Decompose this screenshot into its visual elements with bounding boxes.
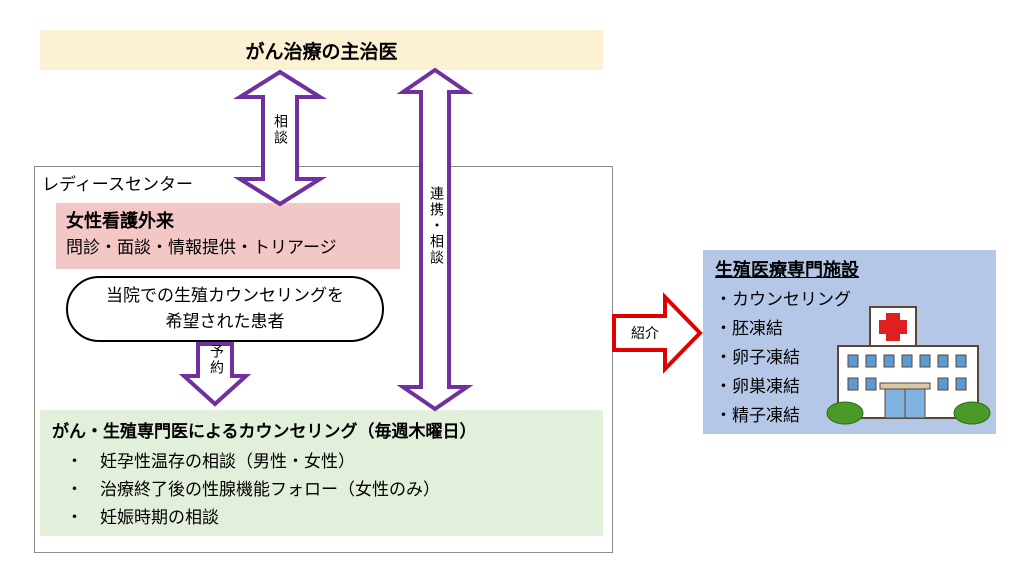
consult-double-arrow xyxy=(233,69,327,207)
reserve-label: 予約 xyxy=(208,344,224,376)
refer-right-arrow xyxy=(612,292,703,374)
counseling-title: がん・生殖専門医によるカウンセリング（毎週木曜日） xyxy=(52,422,477,442)
patient-oval: 当院での生殖カウンセリングを 希望された患者 xyxy=(66,276,384,342)
counseling-list: ・妊孕性温存の相談（男性・女性） ・治療終了後の性腺機能フォロー（女性のみ） ・… xyxy=(52,448,591,532)
nurse-outpatient-box: 女性看護外来 問診・面談・情報提供・トリアージ xyxy=(56,203,400,269)
list-item: ・妊孕性温存の相談（男性・女性） xyxy=(66,452,355,472)
nurse-outpatient-description: 問診・面談・情報提供・トリアージ xyxy=(66,238,337,258)
list-item: ・カウンセリング xyxy=(715,290,851,310)
list-item: ・妊娠時期の相談 xyxy=(66,508,219,528)
hospital-building-icon xyxy=(826,306,991,425)
list-item: ・精子凍結 xyxy=(715,406,800,426)
counseling-box: がん・生殖専門医によるカウンセリング（毎週木曜日） ・妊孕性温存の相談（男性・女… xyxy=(40,410,603,536)
list-item: ・胚凍結 xyxy=(715,319,783,339)
ladies-center-title: レディースセンター xyxy=(42,175,193,195)
link-consult-double-arrow xyxy=(396,67,474,412)
reserve-down-arrow xyxy=(178,342,252,407)
ladies-center-box xyxy=(34,166,613,553)
fertility-facility-list: ・カウンセリング ・胚凍結 ・卵子凍結 ・卵巣凍結 ・精子凍結 xyxy=(715,286,984,431)
patient-line-1: 当院での生殖カウンセリングを xyxy=(106,286,344,306)
consult-label: 相談 xyxy=(272,114,288,146)
fertility-facility-title: 生殖医療専門施設 xyxy=(715,260,859,281)
refer-label: 紹介 xyxy=(631,326,659,342)
link-consult-label: 連携・相談 xyxy=(428,186,444,266)
list-item: ・卵巣凍結 xyxy=(715,377,800,397)
nurse-outpatient-title: 女性看護外来 xyxy=(66,211,174,232)
list-item: ・卵子凍結 xyxy=(715,348,800,368)
patient-line-2: 希望された患者 xyxy=(165,312,285,332)
list-item: ・治療終了後の性腺機能フォロー（女性のみ） xyxy=(66,480,440,500)
primary-doctor-box: がん治療の主治医 xyxy=(40,30,603,70)
primary-doctor-title: がん治療の主治医 xyxy=(245,40,398,63)
